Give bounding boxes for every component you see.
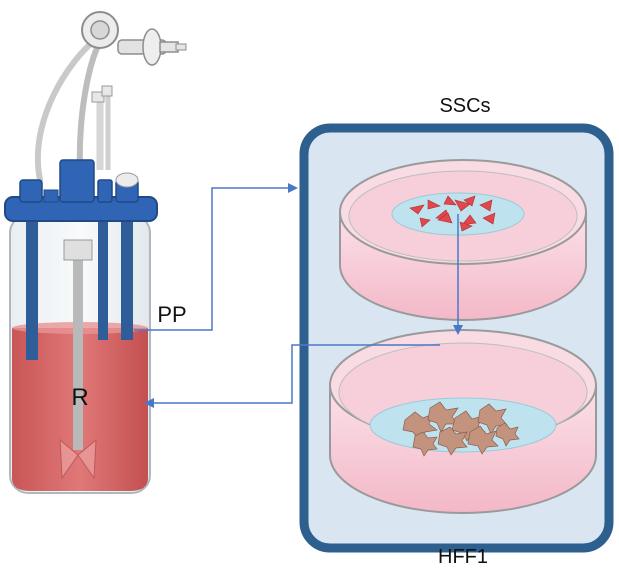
top-petri-dish: [339, 159, 587, 321]
syringe-filter-icon: [81, 11, 187, 66]
bioreactor: R: [4, 11, 187, 494]
gas-tube: [35, 37, 98, 183]
hff1-label: HFF1: [438, 546, 488, 568]
fibroblast-cells: [402, 401, 520, 457]
impeller-icon: [59, 438, 97, 480]
ssc-cells: [409, 195, 496, 232]
flow-arrows: [134, 183, 463, 408]
arrow-reactor-to-chamber: [134, 183, 298, 331]
gas-tube-2: [76, 39, 103, 175]
bottom-petri-dish: [329, 329, 597, 514]
pp-label: PP: [157, 302, 186, 327]
reactor-label: R: [71, 384, 88, 411]
arrow-chamber-to-reactor: [144, 344, 440, 408]
ssc-label: SSCs: [439, 95, 490, 117]
